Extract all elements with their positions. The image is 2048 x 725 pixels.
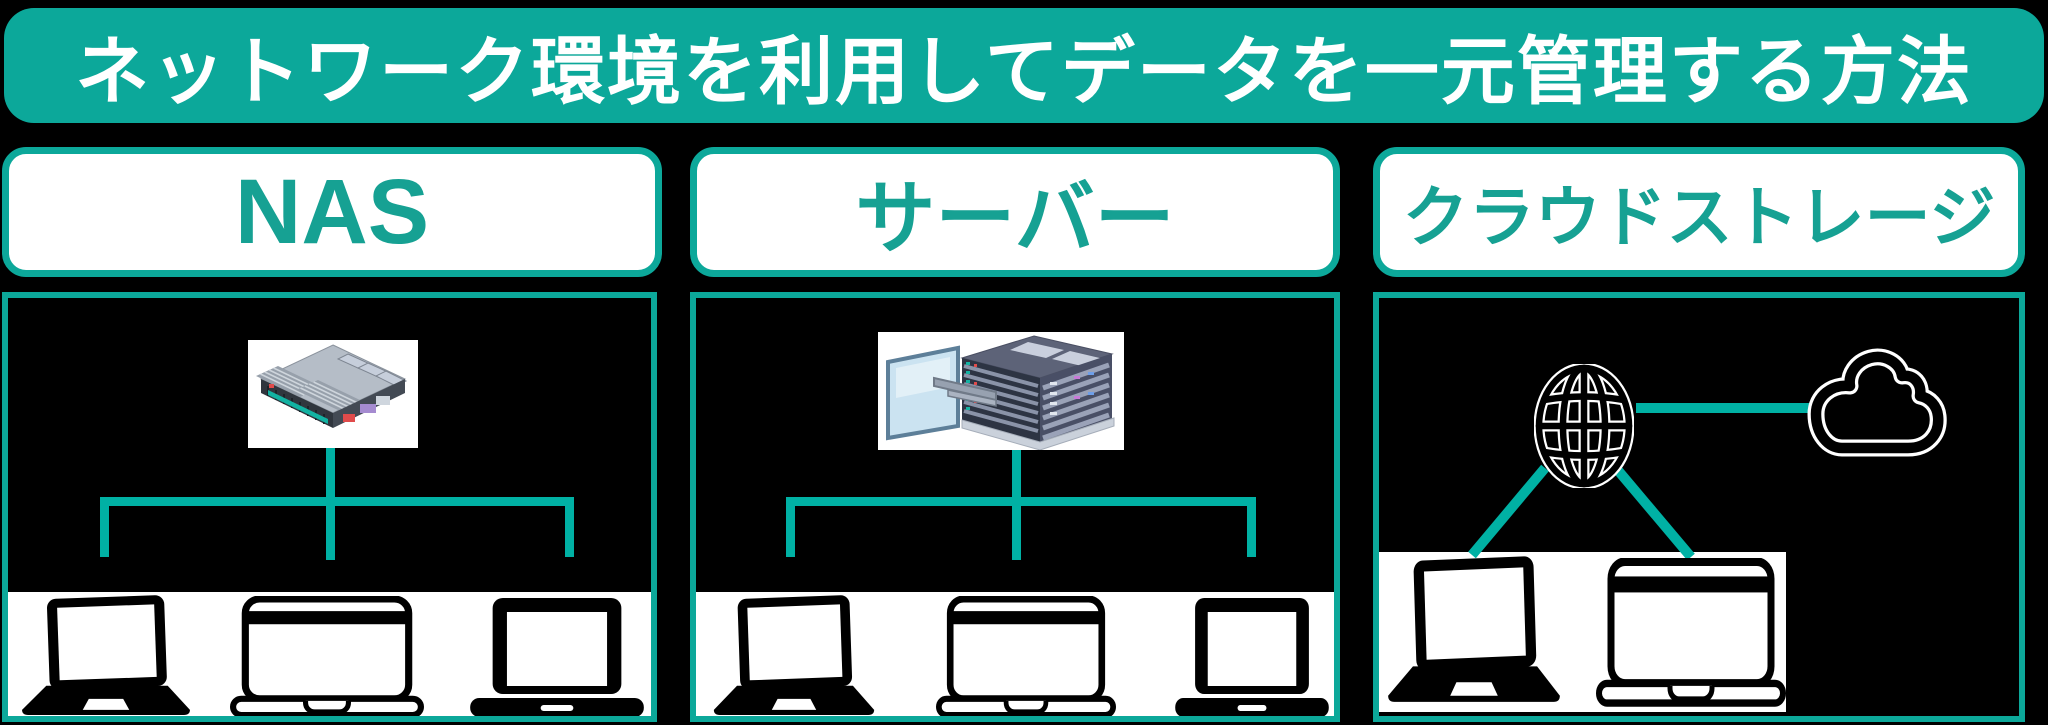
- cloud-icon: [1802, 346, 1952, 472]
- globe-to-cloud-connector-line: [1636, 403, 1812, 413]
- server-right-drop-line: [1247, 497, 1256, 557]
- laptop-icon: [1384, 556, 1564, 708]
- title-bar: ネットワーク環境を利用してデータを一元管理する方法: [4, 8, 2044, 123]
- laptop-icon: [1168, 598, 1336, 718]
- nas-right-drop-line: [565, 497, 574, 557]
- laptop-icon: [18, 595, 194, 720]
- globe-icon: [1534, 364, 1634, 488]
- cloud-diagonal-connector-lines: [1468, 464, 1695, 561]
- nas-device-icon: [248, 340, 418, 448]
- server-left-drop-line: [786, 497, 795, 557]
- column-header-server: サーバー: [690, 147, 1340, 277]
- page-title: ネットワーク環境を利用してデータを一元管理する方法: [75, 30, 1973, 113]
- column-header-server-label: サーバー: [855, 174, 1175, 263]
- laptop-icon: [710, 595, 878, 720]
- laptop-icon: [936, 596, 1116, 719]
- server-horizontal-connector-line: [786, 497, 1256, 506]
- laptop-icon: [230, 596, 424, 719]
- column-header-cloud-storage-label: クラウドストレージ: [1402, 180, 1996, 254]
- column-header-cloud-storage: クラウドストレージ: [1373, 147, 2025, 277]
- column-header-nas-label: NAS: [234, 160, 430, 263]
- laptop-icon: [462, 598, 652, 718]
- server-rack-icon: [878, 332, 1124, 450]
- nas-left-drop-line: [100, 497, 109, 557]
- column-header-nas: NAS: [2, 147, 662, 277]
- laptop-icon: [1596, 558, 1786, 708]
- nas-horizontal-connector-line: [100, 497, 574, 506]
